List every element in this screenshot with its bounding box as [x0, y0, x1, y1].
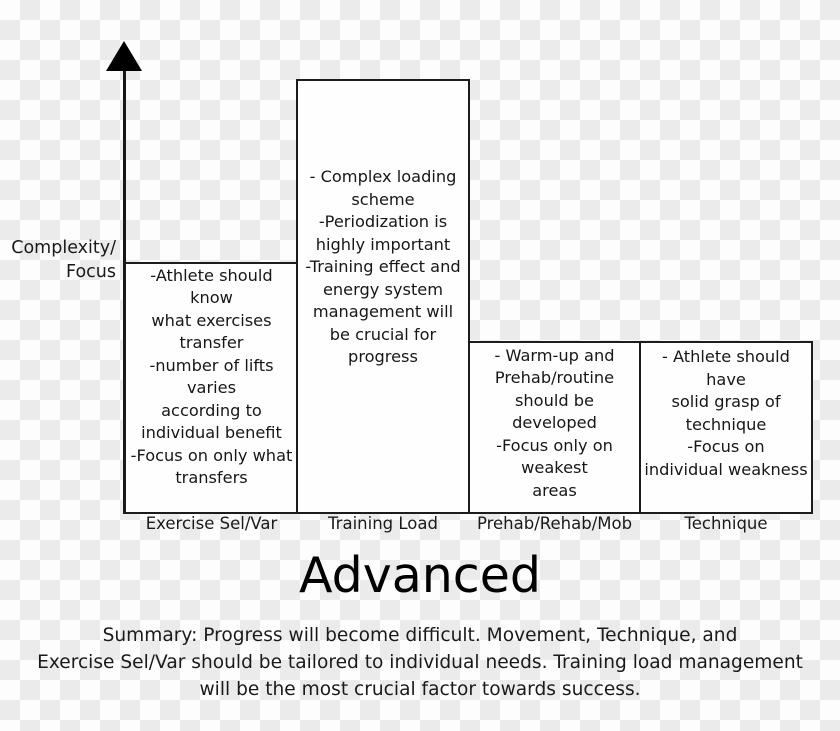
- bar-prehab-rehab-mob: - Warm-up and Prehab/routine should be d…: [468, 341, 641, 514]
- bar-training-load: - Complex loading scheme -Periodization …: [296, 79, 470, 514]
- bar-note-training-load: - Complex loading scheme -Periodization …: [305, 167, 461, 367]
- x-axis-label-training-load: Training Load: [328, 514, 438, 533]
- x-axis-label-technique: Technique: [684, 514, 768, 533]
- bar-chart: Complexity/ Focus -Athlete should know w…: [11, 41, 813, 533]
- page-title: Advanced: [298, 547, 542, 604]
- bar-technique: - Athlete should have solid grasp of tec…: [639, 341, 813, 514]
- up-arrow-icon: [106, 41, 142, 71]
- bar-exercise-sel-var: -Athlete should know what exercises tran…: [124, 262, 299, 514]
- x-axis-label-prehab-rehab-mob: Prehab/Rehab/Mob: [476, 514, 633, 533]
- summary-text: Summary: Progress will become difficult.…: [37, 625, 803, 700]
- bar-note-technique: - Athlete should have solid grasp of tec…: [644, 347, 808, 479]
- bar-note-prehab-rehab-mob: - Warm-up and Prehab/routine should be d…: [494, 345, 615, 500]
- x-axis-label-exercise-sel-var: Exercise Sel/Var: [145, 514, 278, 533]
- bar-note-exercise-sel-var: -Athlete should know what exercises tran…: [130, 265, 293, 488]
- y-axis-label: Complexity/ Focus: [11, 238, 116, 282]
